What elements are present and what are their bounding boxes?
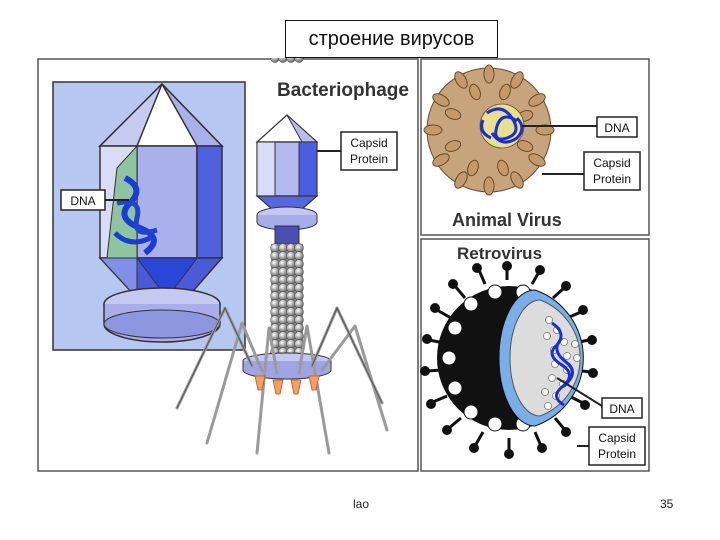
bacteriophage-capsid-label-line2: Protein — [350, 152, 388, 166]
retrovirus-panel: Retrovirus — [420, 238, 650, 472]
animal-virus-capsid-label-line1: Capsid — [593, 156, 630, 170]
tail-sheath — [270, 58, 304, 357]
retrovirus-dna-label-box — [601, 397, 643, 419]
bacteriophage-dna-label: DNA — [70, 194, 95, 208]
animal-virus-dna-label: DNA — [604, 121, 629, 135]
page-number: 35 — [660, 497, 674, 511]
slide-title: строение вирусов — [285, 20, 498, 58]
animal-virus-dna-label-box — [596, 116, 638, 138]
animal-virus-capsid-label-line2: Protein — [593, 172, 631, 186]
full-phage — [175, 58, 389, 455]
retrovirus-title: Retrovirus — [457, 244, 542, 263]
retrovirus-capsid-label-box — [588, 426, 646, 466]
footer-author: lao — [353, 497, 370, 511]
retrovirus-capsid-label-line2: Protein — [598, 447, 636, 461]
animal-virus-capsid-label-box — [583, 151, 641, 191]
animal-virus-title: Animal Virus — [452, 210, 562, 230]
bacteriophage-panel: DNA Bacteriophage — [37, 58, 419, 472]
bacteriophage-title: Bacteriophage — [277, 80, 409, 101]
retrovirus-dna-label: DNA — [609, 402, 634, 416]
retrovirus-capsid-label-line1: Capsid — [598, 431, 635, 445]
animal-virus-panel: DNA Capsid Protein Animal Virus — [420, 58, 650, 236]
bacteriophage-capsid-label-line1: Capsid — [350, 136, 387, 150]
virus-structure-figure: DNA Bacteriophage — [37, 58, 650, 472]
retrovirus-particle — [420, 261, 598, 459]
enlarged-phage-head — [98, 82, 224, 343]
animal-virus-particle — [423, 64, 555, 196]
